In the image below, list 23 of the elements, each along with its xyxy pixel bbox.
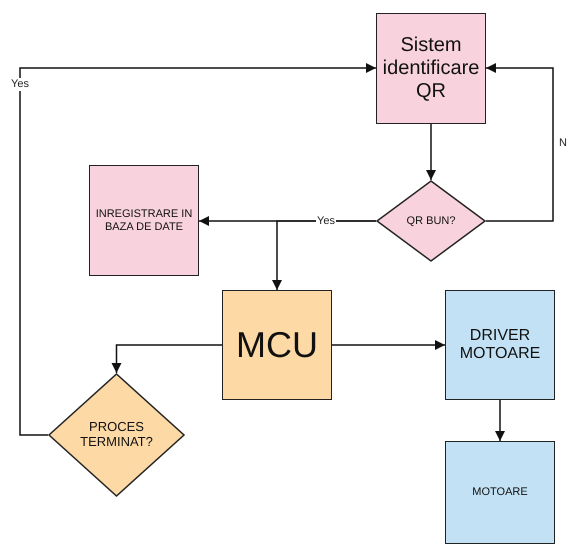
node-text: Sistem identificare QR <box>382 34 480 103</box>
node-text: INREGISTRARE IN BAZA DE DATE <box>94 208 194 234</box>
edge-label: Yes <box>316 214 336 228</box>
node-text: PROCES TERMINAT? <box>79 420 154 450</box>
arrow <box>272 220 376 290</box>
process-box <box>445 441 555 544</box>
arrow <box>495 400 505 441</box>
process-box <box>445 290 555 400</box>
decision-diamond <box>48 373 185 497</box>
node-text: DRIVER MOTOARE <box>458 326 542 364</box>
process-box <box>89 165 199 276</box>
arrow <box>332 340 445 350</box>
arrow <box>112 344 222 373</box>
node-text: MCU <box>236 324 318 366</box>
process-box <box>376 13 486 124</box>
arrow <box>19 63 376 436</box>
arrow <box>486 63 554 222</box>
node-text: MOTOARE <box>472 486 528 499</box>
arrow <box>426 124 436 180</box>
process-box <box>222 290 332 400</box>
node-text: QR BUN? <box>406 214 456 228</box>
edge-label: Yes <box>10 78 30 90</box>
decision-diamond <box>376 180 486 262</box>
